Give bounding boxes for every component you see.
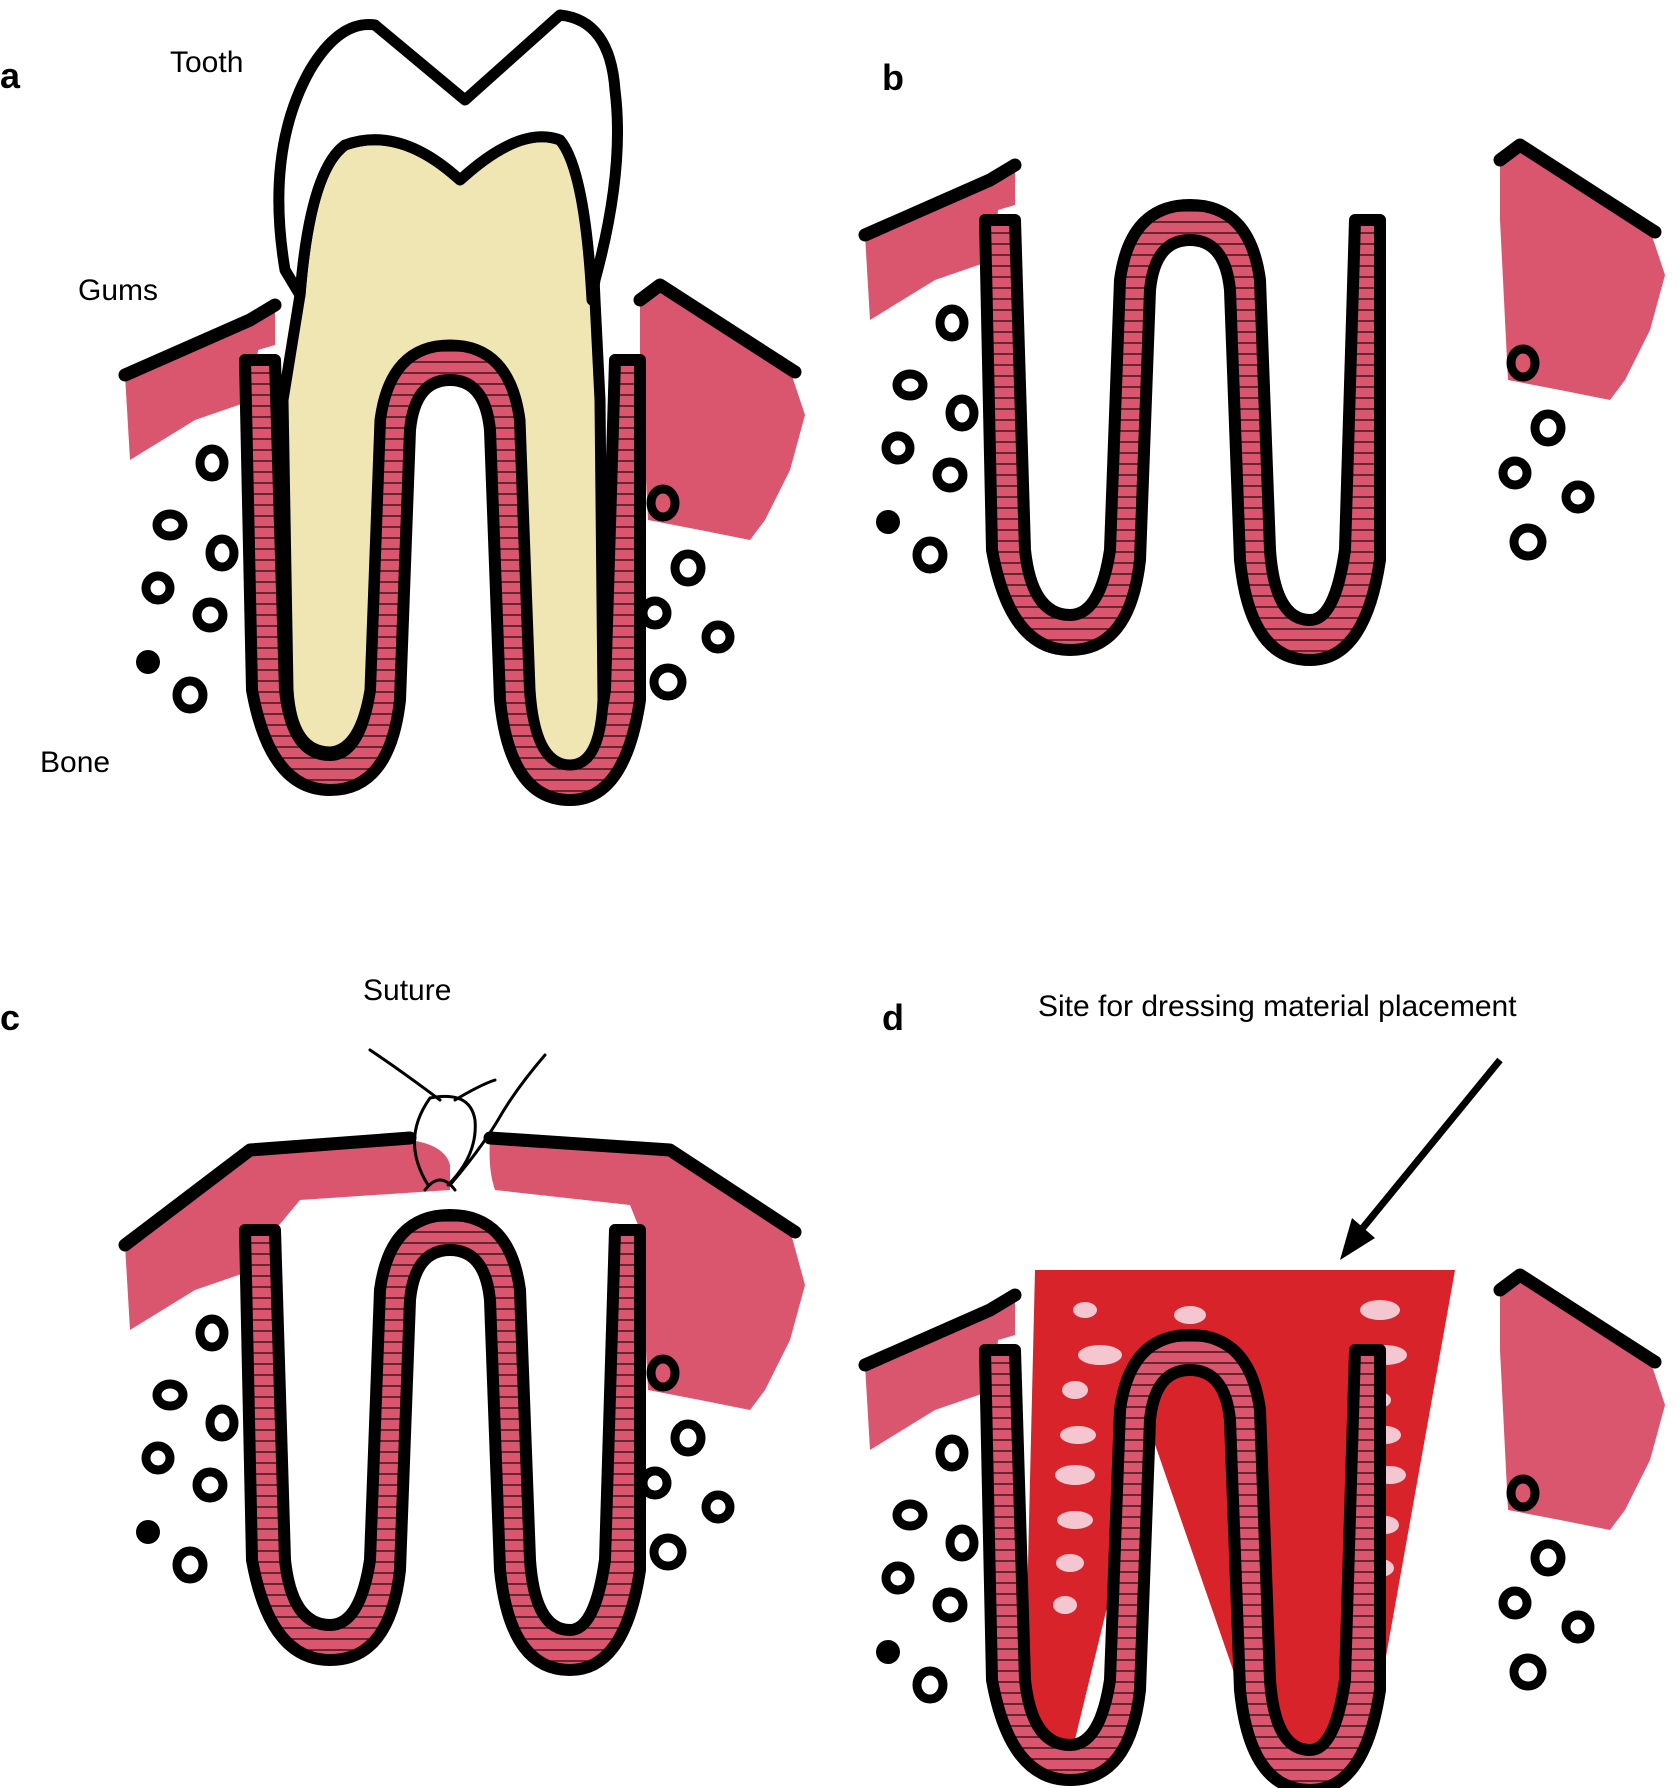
panel-a: a Tooth Gums Bone [0,9,805,800]
bone-marrow-left [136,1319,234,1579]
pointer-arrowhead [1340,1218,1375,1260]
gum-right [1500,145,1665,400]
panel-b: b [865,57,1665,660]
bone-label: Bone [40,746,110,779]
bone-marrow-left [136,449,234,709]
gum-flap-right [489,1140,805,1410]
tooth-root [277,131,609,771]
gums-label: Gums [78,274,158,307]
suture-stitch [368,1048,547,1192]
gum-right [1500,1275,1665,1530]
tooth-label: Tooth [170,46,243,79]
panel-letter-b: b [882,57,904,98]
bone-marrow-left [876,309,974,569]
bone-marrow-left [876,1439,974,1699]
panel-d: d Site for dressing material placement [865,990,1665,1788]
panel-letter-c: c [0,997,20,1038]
gum-right [640,285,805,540]
empty-socket [245,1215,640,1670]
empty-socket [985,205,1380,660]
pointer-arrow-shaft [1354,1057,1503,1238]
tooth-crown [273,9,623,306]
panel-c: c Suture [0,974,805,1670]
panel-letter-a: a [0,55,21,96]
suture-label: Suture [363,974,451,1007]
panel-letter-d: d [882,997,904,1038]
dressing-site-label: Site for dressing material placement [1038,990,1517,1023]
